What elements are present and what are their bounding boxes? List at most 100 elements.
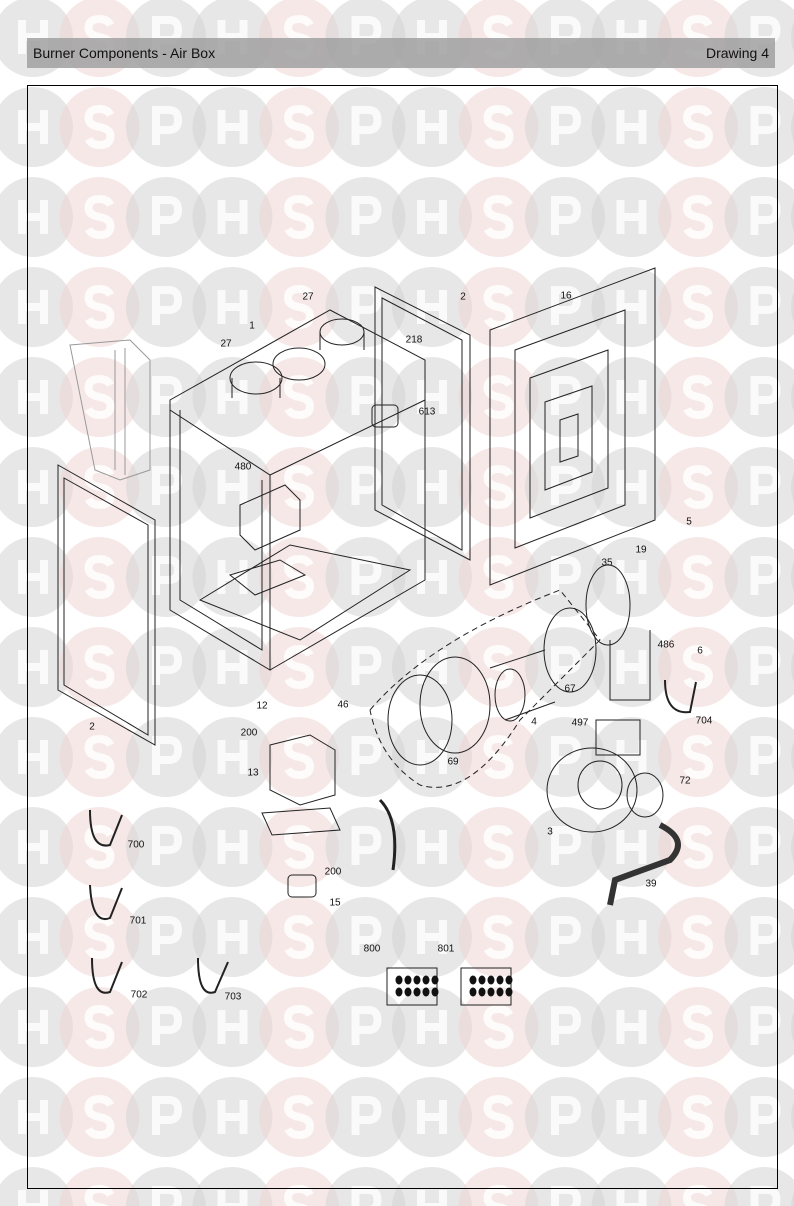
watermark-letter-shape <box>152 1006 183 1045</box>
part-callout-4[interactable]: 4 <box>531 716 537 728</box>
part-callout-39[interactable]: 39 <box>645 878 657 890</box>
part-callout-702[interactable]: 702 <box>130 989 148 1001</box>
nozzle-dot <box>496 975 504 985</box>
part-callout-613[interactable]: 613 <box>418 406 436 418</box>
page-title: Burner Components - Air Box <box>33 45 216 61</box>
watermark-letter-shape <box>217 740 248 774</box>
part-callout-72[interactable]: 72 <box>679 775 691 787</box>
part-callout-46[interactable]: 46 <box>337 699 349 711</box>
part-callout-2[interactable]: 2 <box>89 721 95 733</box>
watermark-letter-shape <box>483 464 514 510</box>
watermark-circle <box>791 1101 794 1133</box>
watermark-letter-shape <box>283 284 315 330</box>
watermark-circle <box>591 1167 672 1206</box>
part-callout-13[interactable]: 13 <box>247 767 259 779</box>
watermark-letter-shape <box>616 470 647 504</box>
watermark-letter-shape <box>217 1010 248 1044</box>
watermark-letter-shape <box>551 196 582 235</box>
watermark-circle <box>791 651 794 683</box>
watermark-letter-shape <box>616 1010 647 1044</box>
drawing-number: Drawing 4 <box>705 45 769 61</box>
part-callout-67[interactable]: 67 <box>564 683 576 695</box>
watermark-letter-shape <box>351 466 382 505</box>
part-callout-486[interactable]: 486 <box>657 639 675 651</box>
watermark-letter-shape <box>750 1006 781 1045</box>
part-callout-701[interactable]: 701 <box>129 915 147 927</box>
part-callout-200[interactable]: 200 <box>324 866 342 878</box>
watermark-letter-shape <box>18 560 48 594</box>
watermark-circle <box>791 741 794 773</box>
part-callout-27[interactable]: 27 <box>220 338 232 350</box>
gas-valve <box>261 734 341 836</box>
watermark-letter-shape <box>551 376 582 415</box>
watermark-letter-shape <box>682 104 714 150</box>
part-callout-801[interactable]: 801 <box>437 943 455 955</box>
part-callout-6[interactable]: 6 <box>697 645 703 657</box>
nozzle-dot <box>505 975 513 985</box>
watermark-letter-shape <box>616 650 647 684</box>
watermark-letter-shape <box>417 650 447 684</box>
watermark-letter-shape <box>483 104 514 150</box>
watermark-letter-shape <box>551 826 582 865</box>
watermark-letter-shape <box>351 1006 382 1045</box>
part-callout-497[interactable]: 497 <box>571 717 589 729</box>
part-callout-69[interactable]: 69 <box>447 756 459 768</box>
part-callout-703[interactable]: 703 <box>224 991 242 1003</box>
watermark-letter-shape <box>18 200 48 234</box>
watermark-letter-shape <box>152 106 183 145</box>
watermark-letter-shape <box>283 734 315 780</box>
watermark-letter-shape <box>351 916 382 955</box>
watermark-letter-shape <box>750 736 781 775</box>
watermark-letter-shape <box>152 376 183 415</box>
part-callout-15[interactable]: 15 <box>329 897 341 909</box>
part-callout-3[interactable]: 3 <box>547 826 553 838</box>
watermark-letter-shape <box>682 1094 714 1140</box>
part-callout-16[interactable]: 16 <box>560 290 572 302</box>
part-callout-200[interactable]: 200 <box>240 727 258 739</box>
watermark-letter-shape <box>351 376 382 415</box>
watermark-letter-shape <box>682 644 714 690</box>
watermark-letter-shape <box>483 1004 514 1050</box>
watermark-letter-shape <box>283 104 315 150</box>
part-callout-27[interactable]: 27 <box>302 291 314 303</box>
nozzle-dot <box>496 987 504 997</box>
watermark-letter-shape <box>483 1094 514 1140</box>
watermark-letter-shape <box>283 1184 314 1206</box>
part-callout-700[interactable]: 700 <box>127 839 145 851</box>
part-callout-2[interactable]: 2 <box>460 291 466 303</box>
harnesses <box>89 679 697 994</box>
nozzle-dot <box>422 975 430 985</box>
nozzle-dot <box>395 975 403 985</box>
watermark-circle <box>791 111 794 143</box>
watermark-letter-shape <box>417 1190 447 1206</box>
watermark-circle <box>791 201 794 233</box>
watermark-letter-shape <box>417 1010 447 1044</box>
part-callout-1[interactable]: 1 <box>249 320 255 332</box>
watermark-letter-shape <box>84 644 115 690</box>
watermark-letter-shape <box>682 554 714 600</box>
part-callout-19[interactable]: 19 <box>635 544 647 556</box>
watermark-letter-shape <box>351 1096 382 1135</box>
drawing-frame <box>27 85 778 1189</box>
watermark-letter-shape <box>84 1004 115 1050</box>
watermark-letter-shape <box>217 200 248 234</box>
part-callout-480[interactable]: 480 <box>234 461 252 473</box>
part-callout-800[interactable]: 800 <box>363 943 381 955</box>
watermark-letter-shape <box>18 740 48 774</box>
watermark-letter-shape <box>417 110 447 144</box>
part-callout-704[interactable]: 704 <box>695 715 713 727</box>
nozzle-dot <box>478 987 486 997</box>
watermark-letter-shape <box>84 824 115 870</box>
watermark-letter-shape <box>682 374 714 420</box>
watermark-letter-shape <box>283 824 315 870</box>
part-callout-218[interactable]: 218 <box>405 334 423 346</box>
nozzle-dot <box>413 975 421 985</box>
watermark-letter-shape <box>682 284 714 330</box>
part-callout-35[interactable]: 35 <box>601 557 613 569</box>
part-callout-12[interactable]: 12 <box>256 700 268 712</box>
watermark-letter-shape <box>483 284 514 330</box>
watermark-letter-shape <box>750 466 781 505</box>
side-panel-left <box>57 464 156 746</box>
part-callout-5[interactable]: 5 <box>686 516 692 528</box>
